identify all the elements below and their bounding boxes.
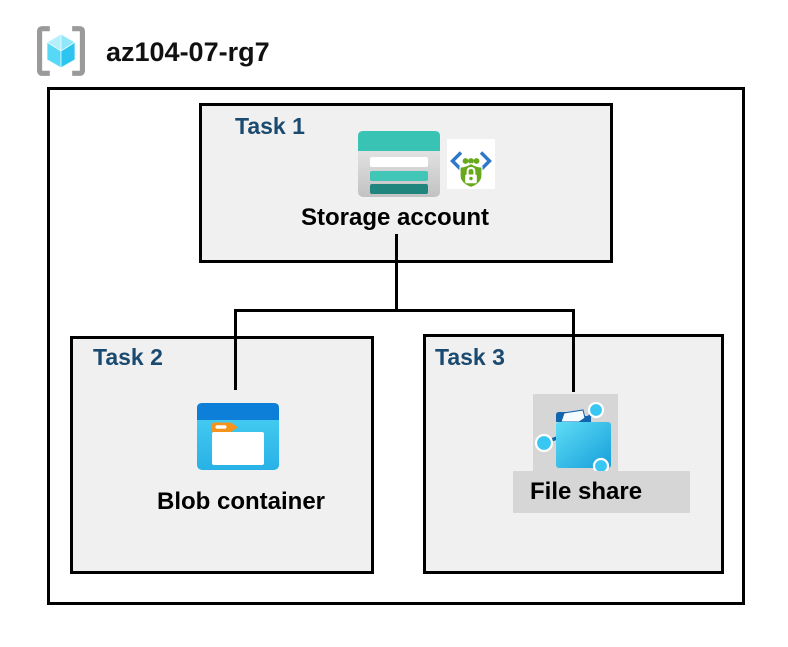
shared-access-signature-icon [447,139,495,189]
storage-account-icon [358,131,440,197]
connector-to-blob [234,309,237,390]
connector-horizontal [234,309,575,312]
storage-account-label: Storage account [300,204,490,231]
task-1-panel: Task 1 Storage account [199,103,613,263]
task-3-panel: Task 3 [423,334,724,574]
task-1-label: Task 1 [235,113,305,139]
blob-container-label: Blob container [156,488,326,515]
file-share-icon [534,401,611,475]
blob-container-icon [197,403,279,470]
task-2-label: Task 2 [93,344,163,370]
file-share-label-highlight: File share [513,471,690,513]
connector-to-fileshare [572,309,575,392]
file-share-icon-highlight [533,394,618,475]
task-3-label: Task 3 [435,344,505,370]
task-2-panel: Task 2 Blob container [70,336,374,574]
resource-group-name: az104-07-rg7 [106,37,270,67]
connector-storage-stem [395,234,398,312]
file-share-label: File share [530,478,643,505]
resource-group-icon [37,26,85,76]
